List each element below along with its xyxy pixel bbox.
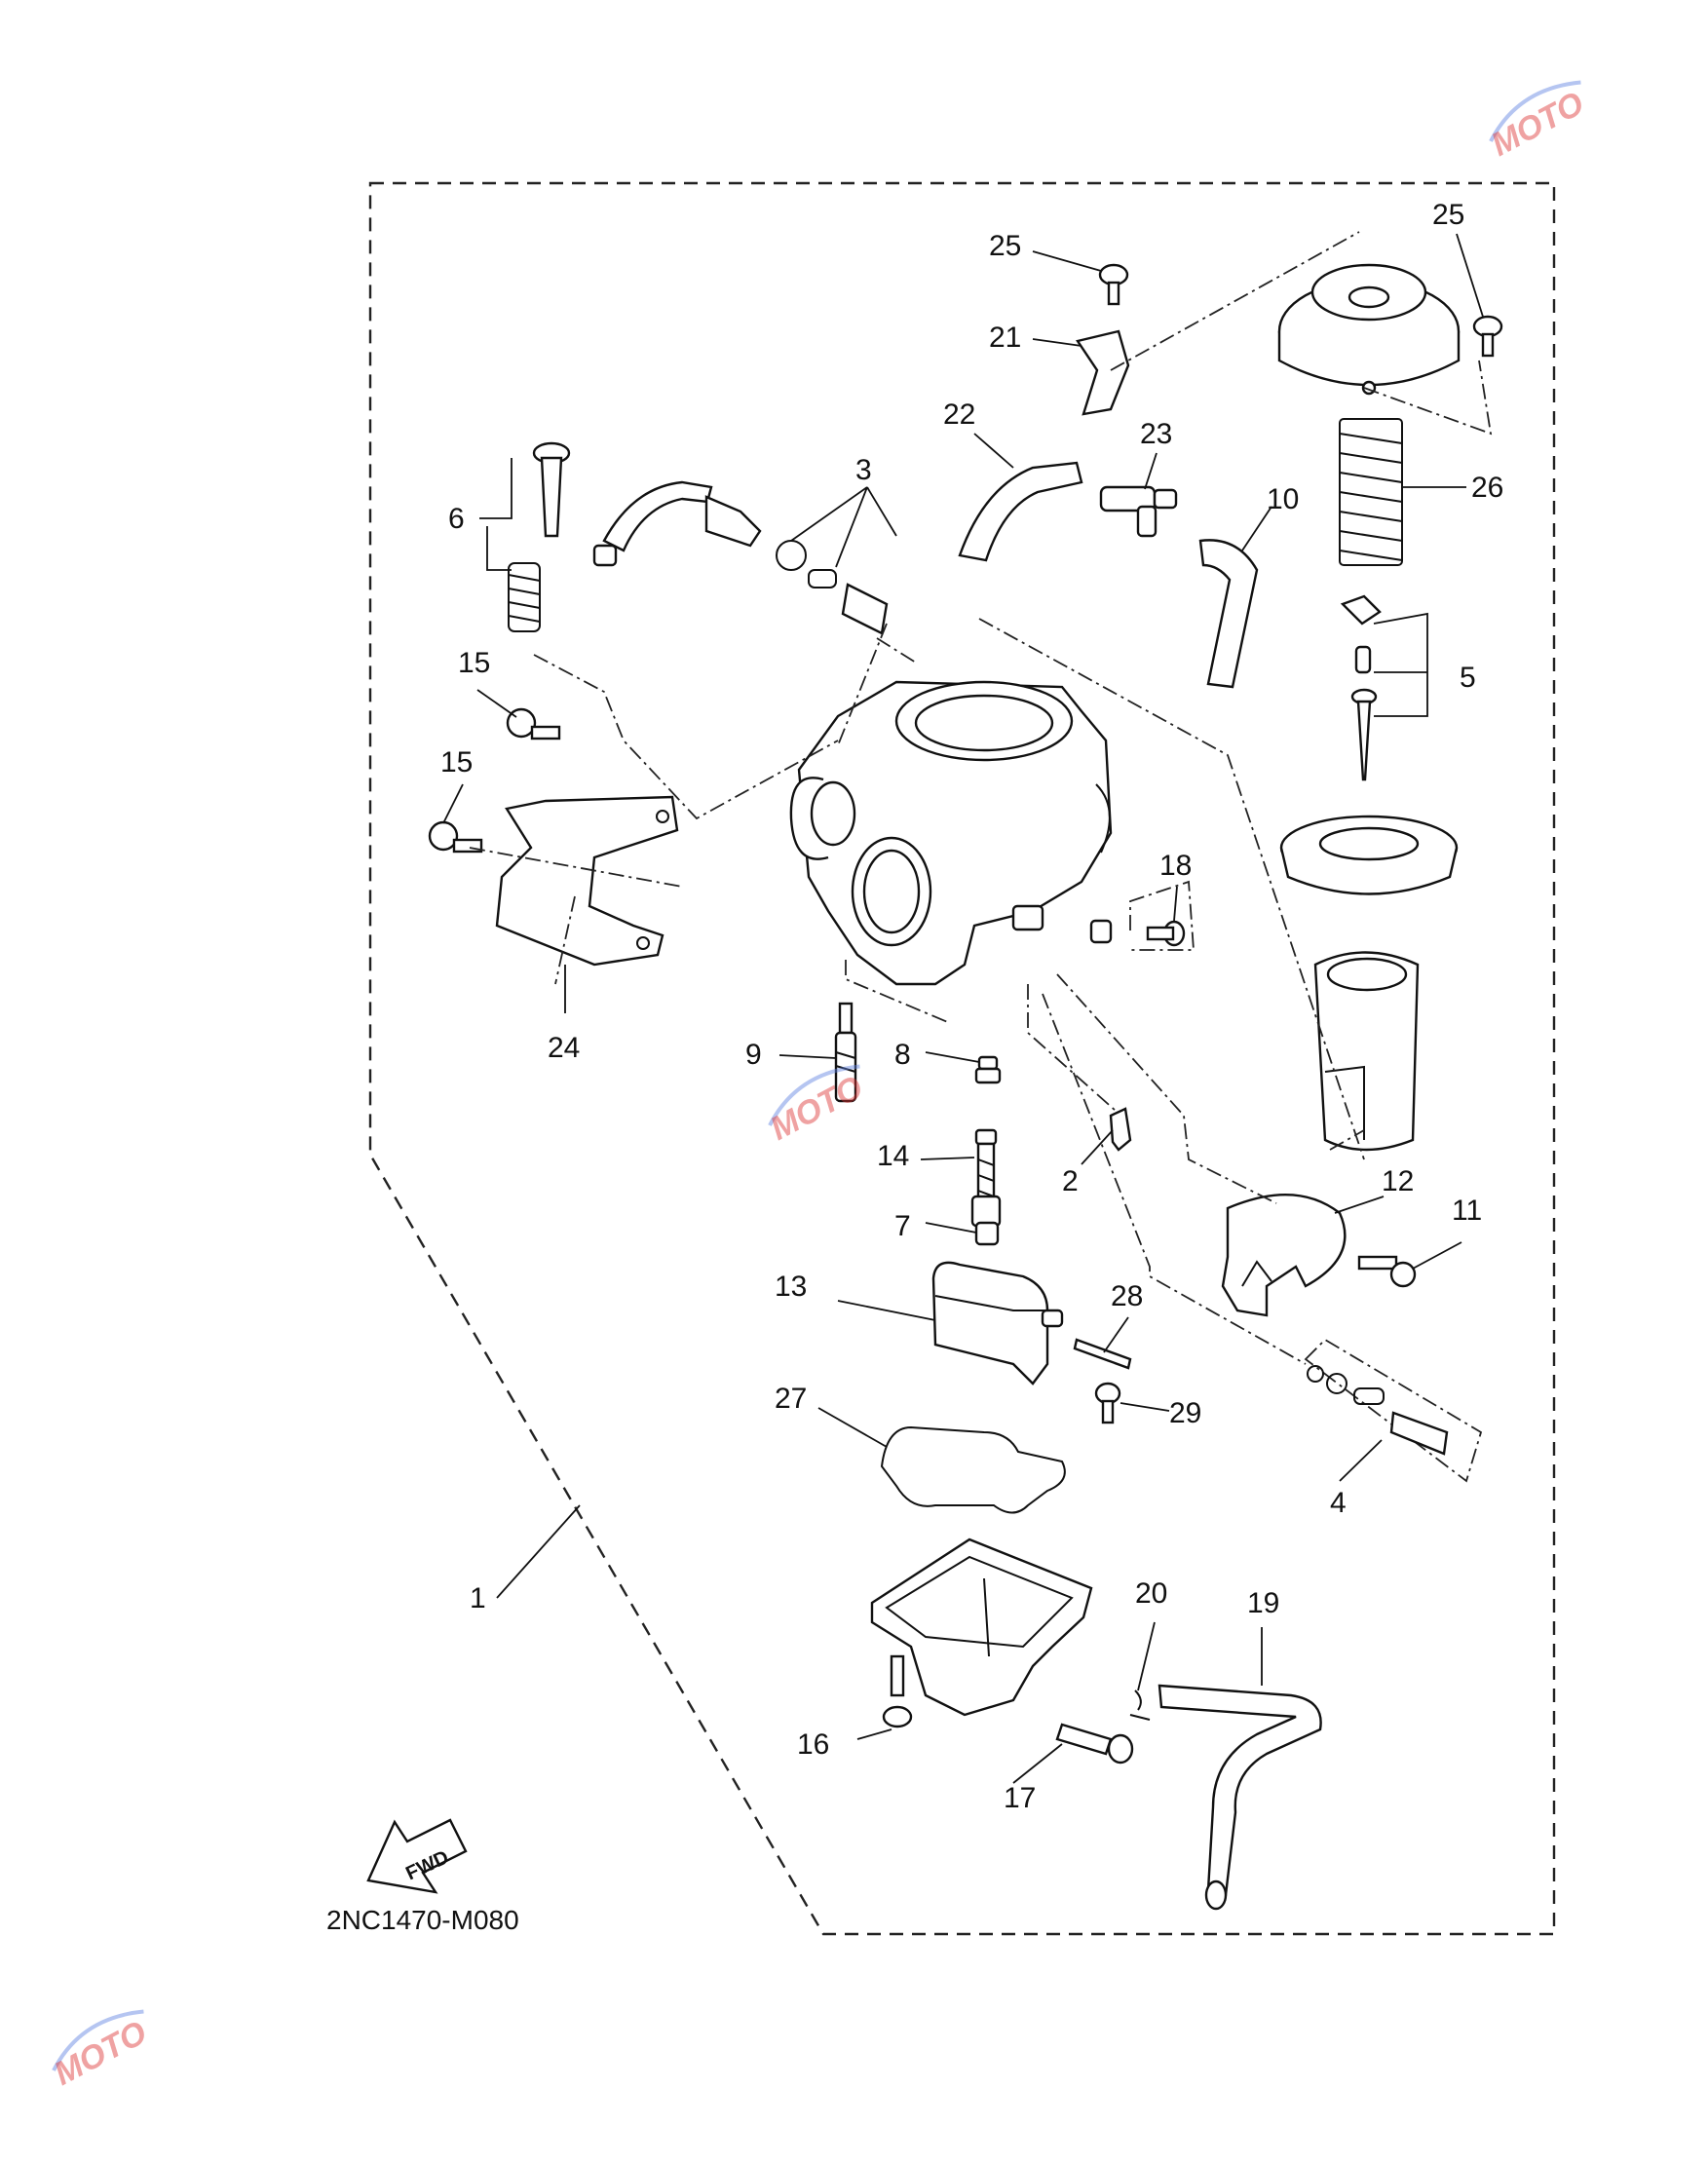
watermark-logo-top-right: MOTO bbox=[1485, 80, 1590, 164]
piston-valve bbox=[1313, 951, 1420, 1152]
ref-line-starter bbox=[837, 623, 917, 746]
chamber-screw-16 bbox=[882, 1654, 913, 1728]
callout-10: 10 bbox=[1267, 483, 1299, 515]
svg-text:MOTO: MOTO bbox=[764, 1069, 868, 1148]
diaphragm-cover bbox=[1277, 263, 1461, 396]
callout-27: 27 bbox=[775, 1383, 807, 1415]
jet-needle bbox=[1340, 594, 1382, 781]
callout-9: 9 bbox=[745, 1039, 762, 1071]
pilot-screw-set bbox=[1304, 1338, 1483, 1483]
callout-17: 17 bbox=[1004, 1782, 1036, 1814]
callout-labels: 1 2 3 4 5 6 7 8 9 10 11 12 13 14 15 15 1… bbox=[440, 199, 1503, 1814]
throttle-position-sensor bbox=[1221, 1194, 1347, 1317]
pilot-screw-18 bbox=[1146, 920, 1186, 947]
ref-line-cover bbox=[1110, 231, 1493, 436]
callout-15-top: 15 bbox=[458, 647, 490, 679]
carburetor-body bbox=[789, 680, 1113, 986]
needle-jet bbox=[834, 1002, 857, 1103]
callout-4: 4 bbox=[1330, 1487, 1347, 1519]
callout-11: 11 bbox=[1452, 1195, 1482, 1227]
callout-14: 14 bbox=[877, 1140, 909, 1172]
callout-24: 24 bbox=[548, 1032, 580, 1064]
ref-line-pilot-screw bbox=[1129, 880, 1195, 951]
callout-7: 7 bbox=[894, 1210, 911, 1242]
callout-26: 26 bbox=[1471, 472, 1503, 504]
float-chamber bbox=[870, 1538, 1093, 1717]
callout-3: 3 bbox=[855, 454, 872, 486]
leader-lines bbox=[442, 233, 1484, 1784]
drawing-code: 2NC1470-M080 bbox=[326, 1905, 519, 1935]
callout-28: 28 bbox=[1111, 1280, 1143, 1312]
callout-29: 29 bbox=[1169, 1397, 1201, 1429]
callout-8: 8 bbox=[894, 1039, 911, 1071]
ref-line-bracket-screws bbox=[469, 654, 839, 985]
watermark-logo-center: MOTO bbox=[764, 1064, 869, 1148]
drain-screw-17 bbox=[1055, 1723, 1134, 1765]
jet-holder bbox=[970, 1128, 1002, 1228]
callout-1: 1 bbox=[470, 1582, 486, 1614]
vent-hose-22 bbox=[958, 461, 1083, 562]
float-screw bbox=[1094, 1382, 1121, 1424]
main-jet bbox=[974, 1221, 1000, 1246]
bracket-screw-15-top bbox=[506, 707, 561, 740]
callout-25-left: 25 bbox=[989, 230, 1021, 262]
diaphragm bbox=[1279, 815, 1459, 895]
callout-20: 20 bbox=[1135, 1577, 1167, 1610]
callout-5: 5 bbox=[1460, 662, 1476, 694]
throttle-bracket bbox=[495, 795, 679, 967]
drain-hose bbox=[1158, 1684, 1322, 1911]
callout-13: 13 bbox=[775, 1271, 807, 1303]
sensor-screw bbox=[1357, 1255, 1417, 1288]
starter-plunger-cable bbox=[592, 480, 889, 635]
fwd-direction-arrow: FWD bbox=[366, 1818, 468, 1894]
pilot-jet bbox=[974, 1055, 1002, 1084]
starter-jet bbox=[1109, 1107, 1132, 1152]
callout-2: 2 bbox=[1062, 1165, 1079, 1197]
callout-6: 6 bbox=[448, 503, 465, 535]
float-chamber-gasket bbox=[880, 1425, 1066, 1514]
callout-23: 23 bbox=[1140, 418, 1172, 450]
vent-hose-10 bbox=[1198, 539, 1259, 689]
callout-18: 18 bbox=[1159, 850, 1192, 882]
callout-19: 19 bbox=[1247, 1587, 1279, 1619]
callout-12: 12 bbox=[1382, 1165, 1414, 1197]
ref-line-pilot bbox=[1042, 993, 1307, 1365]
bracket-screw bbox=[1098, 263, 1129, 306]
three-way-joint bbox=[1099, 485, 1178, 538]
ref-line-bracket bbox=[978, 618, 1365, 1160]
piston-spring bbox=[1339, 418, 1403, 566]
assembly-boundary bbox=[368, 181, 1556, 1936]
cover-screw bbox=[1472, 315, 1503, 358]
svg-text:MOTO: MOTO bbox=[48, 2014, 152, 2093]
ref-line-body-bottom bbox=[845, 960, 1277, 1204]
callout-21: 21 bbox=[989, 322, 1021, 354]
float-pin bbox=[1073, 1338, 1132, 1370]
callout-25-right: 25 bbox=[1432, 199, 1464, 231]
float bbox=[931, 1261, 1064, 1386]
svg-text:MOTO: MOTO bbox=[1485, 85, 1589, 164]
callout-22: 22 bbox=[943, 399, 975, 431]
hose-bracket bbox=[1076, 329, 1130, 416]
callout-16: 16 bbox=[797, 1728, 829, 1761]
watermark-logo-bottom-left: MOTO bbox=[48, 2009, 153, 2093]
hose-clip bbox=[1129, 1689, 1151, 1721]
bracket-screw-15-bottom bbox=[428, 820, 483, 854]
throttle-stop-screw bbox=[508, 441, 571, 632]
callout-15-bottom: 15 bbox=[440, 746, 473, 778]
